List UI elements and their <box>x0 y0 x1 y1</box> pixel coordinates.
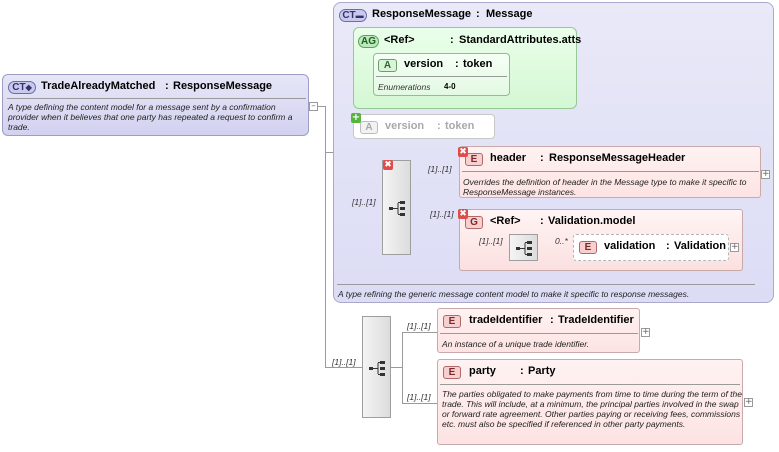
trade-identifier-cardinality: [1]..[1] <box>407 321 431 331</box>
divider <box>376 76 507 77</box>
main-type-sep: : <box>165 80 169 92</box>
element-badge: E <box>465 153 483 166</box>
divider <box>337 284 755 285</box>
element-sep: : <box>666 240 670 252</box>
trunk-to-outer-seq <box>325 367 362 368</box>
main-type-name: TradeAlreadyMatched <box>41 80 156 92</box>
plus-icon[interactable]: + <box>744 397 753 407</box>
main-complex-type[interactable]: CT◆ TradeAlreadyMatched : ResponseMessag… <box>2 74 309 136</box>
required-x-icon: ✖ <box>458 209 468 219</box>
element-validation[interactable]: E validation : Validation <box>573 234 729 261</box>
element-sep: : <box>550 314 554 326</box>
trunk-to-base-type <box>325 152 333 153</box>
plus-icon[interactable]: + <box>761 169 770 179</box>
element-sep: : <box>540 152 544 164</box>
sequence-icon <box>389 201 405 216</box>
attribute-type: token <box>463 58 493 70</box>
element-type: ResponseMessageHeader <box>549 152 686 164</box>
required-x-icon: ✖ <box>458 147 468 157</box>
optional-plus-icon: + <box>351 112 361 123</box>
extension-arrow-icon: ▬ <box>355 11 364 20</box>
group-name: Validation.model <box>548 215 636 227</box>
base-type-description: A type refining the generic message cont… <box>338 289 690 299</box>
plus-icon[interactable]: + <box>641 327 650 337</box>
attribute-version-prohibited[interactable]: A version : token <box>353 114 495 139</box>
main-type-description: A type defining the content model for a … <box>8 102 293 132</box>
sequence-icon <box>516 241 532 256</box>
outer-seq-out <box>391 367 403 368</box>
group-badge: G <box>465 216 483 229</box>
required-x-icon: ✖ <box>383 160 393 170</box>
divider <box>7 98 306 99</box>
attribute-name: version <box>385 120 425 132</box>
outer-seq-trunk <box>402 332 403 404</box>
element-name: validation <box>604 240 656 252</box>
element-type: TradeIdentifier <box>558 314 634 326</box>
element-name: tradeIdentifier <box>469 314 543 326</box>
outer-seq-cardinality: [1]..[1] <box>332 357 356 367</box>
attribute-name: version <box>404 58 444 70</box>
attribute-badge: A <box>360 121 378 134</box>
validation-seq-cardinality: [1]..[1] <box>479 236 503 246</box>
inner-seq-cardinality: [1]..[1] <box>352 197 376 207</box>
ag-sep: : <box>450 34 454 46</box>
header-cardinality: [1]..[1] <box>428 164 452 174</box>
seq-to-trade-identifier <box>402 332 437 333</box>
base-type-name: ResponseMessage <box>372 8 472 20</box>
base-type-base: Message <box>486 8 533 20</box>
divider <box>440 333 638 334</box>
element-badge: E <box>579 241 597 254</box>
element-header[interactable]: E header : ResponseMessageHeader Overrid… <box>459 146 761 198</box>
attribute-sep: : <box>437 120 441 132</box>
ag-ref: <Ref> <box>384 34 415 46</box>
party-cardinality: [1]..[1] <box>407 392 431 402</box>
seq-to-party <box>402 403 437 404</box>
minus-icon[interactable]: – <box>309 102 318 111</box>
element-description: An instance of a unique trade identifier… <box>442 339 590 349</box>
attribute-type: token <box>445 120 475 132</box>
element-badge: E <box>443 315 461 328</box>
attribute-group-badge: AG <box>358 35 379 48</box>
element-sep: : <box>520 365 524 377</box>
validation-element-cardinality: 0..* <box>555 236 568 246</box>
element-trade-identifier[interactable]: E tradeIdentifier : TradeIdentifier An i… <box>437 308 640 353</box>
attribute-badge: A <box>378 59 397 72</box>
element-name: header <box>490 152 527 164</box>
connector-main-to-trunk <box>318 106 326 107</box>
element-badge: E <box>443 366 461 379</box>
element-name: party <box>469 365 496 377</box>
base-type-sep: : <box>476 8 480 20</box>
group-ref: <Ref> <box>490 215 521 227</box>
element-type: Party <box>528 365 556 377</box>
validation-group-cardinality: [1]..[1] <box>430 209 454 219</box>
extension-arrow-icon: ◆ <box>25 83 32 92</box>
plus-icon[interactable]: + <box>730 242 739 252</box>
divider <box>462 171 759 172</box>
enumerations-label: Enumerations <box>378 82 431 92</box>
attribute-sep: : <box>455 58 459 70</box>
enumerations-value: 4-0 <box>444 82 456 91</box>
inner-sequence-compositor[interactable] <box>382 160 411 255</box>
sequence-icon <box>369 361 385 376</box>
group-sep: : <box>540 215 544 227</box>
element-type: Validation <box>674 240 726 252</box>
main-type-base: ResponseMessage <box>173 80 273 92</box>
divider <box>440 384 740 385</box>
complex-type-badge: CT▬ <box>339 9 367 22</box>
validation-sequence-compositor[interactable] <box>509 234 538 261</box>
trunk-vertical <box>325 106 326 368</box>
element-description: Overrides the definition of header in th… <box>463 177 747 197</box>
complex-type-badge: CT◆ <box>8 81 36 94</box>
ag-name: StandardAttributes.atts <box>459 34 582 46</box>
outer-sequence-compositor[interactable] <box>362 316 391 418</box>
element-party[interactable]: E party : Party The parties obligated to… <box>437 359 743 445</box>
element-description: The parties obligated to make payments f… <box>442 389 743 429</box>
attribute-version[interactable]: A version : token Enumerations 4-0 <box>373 53 510 96</box>
